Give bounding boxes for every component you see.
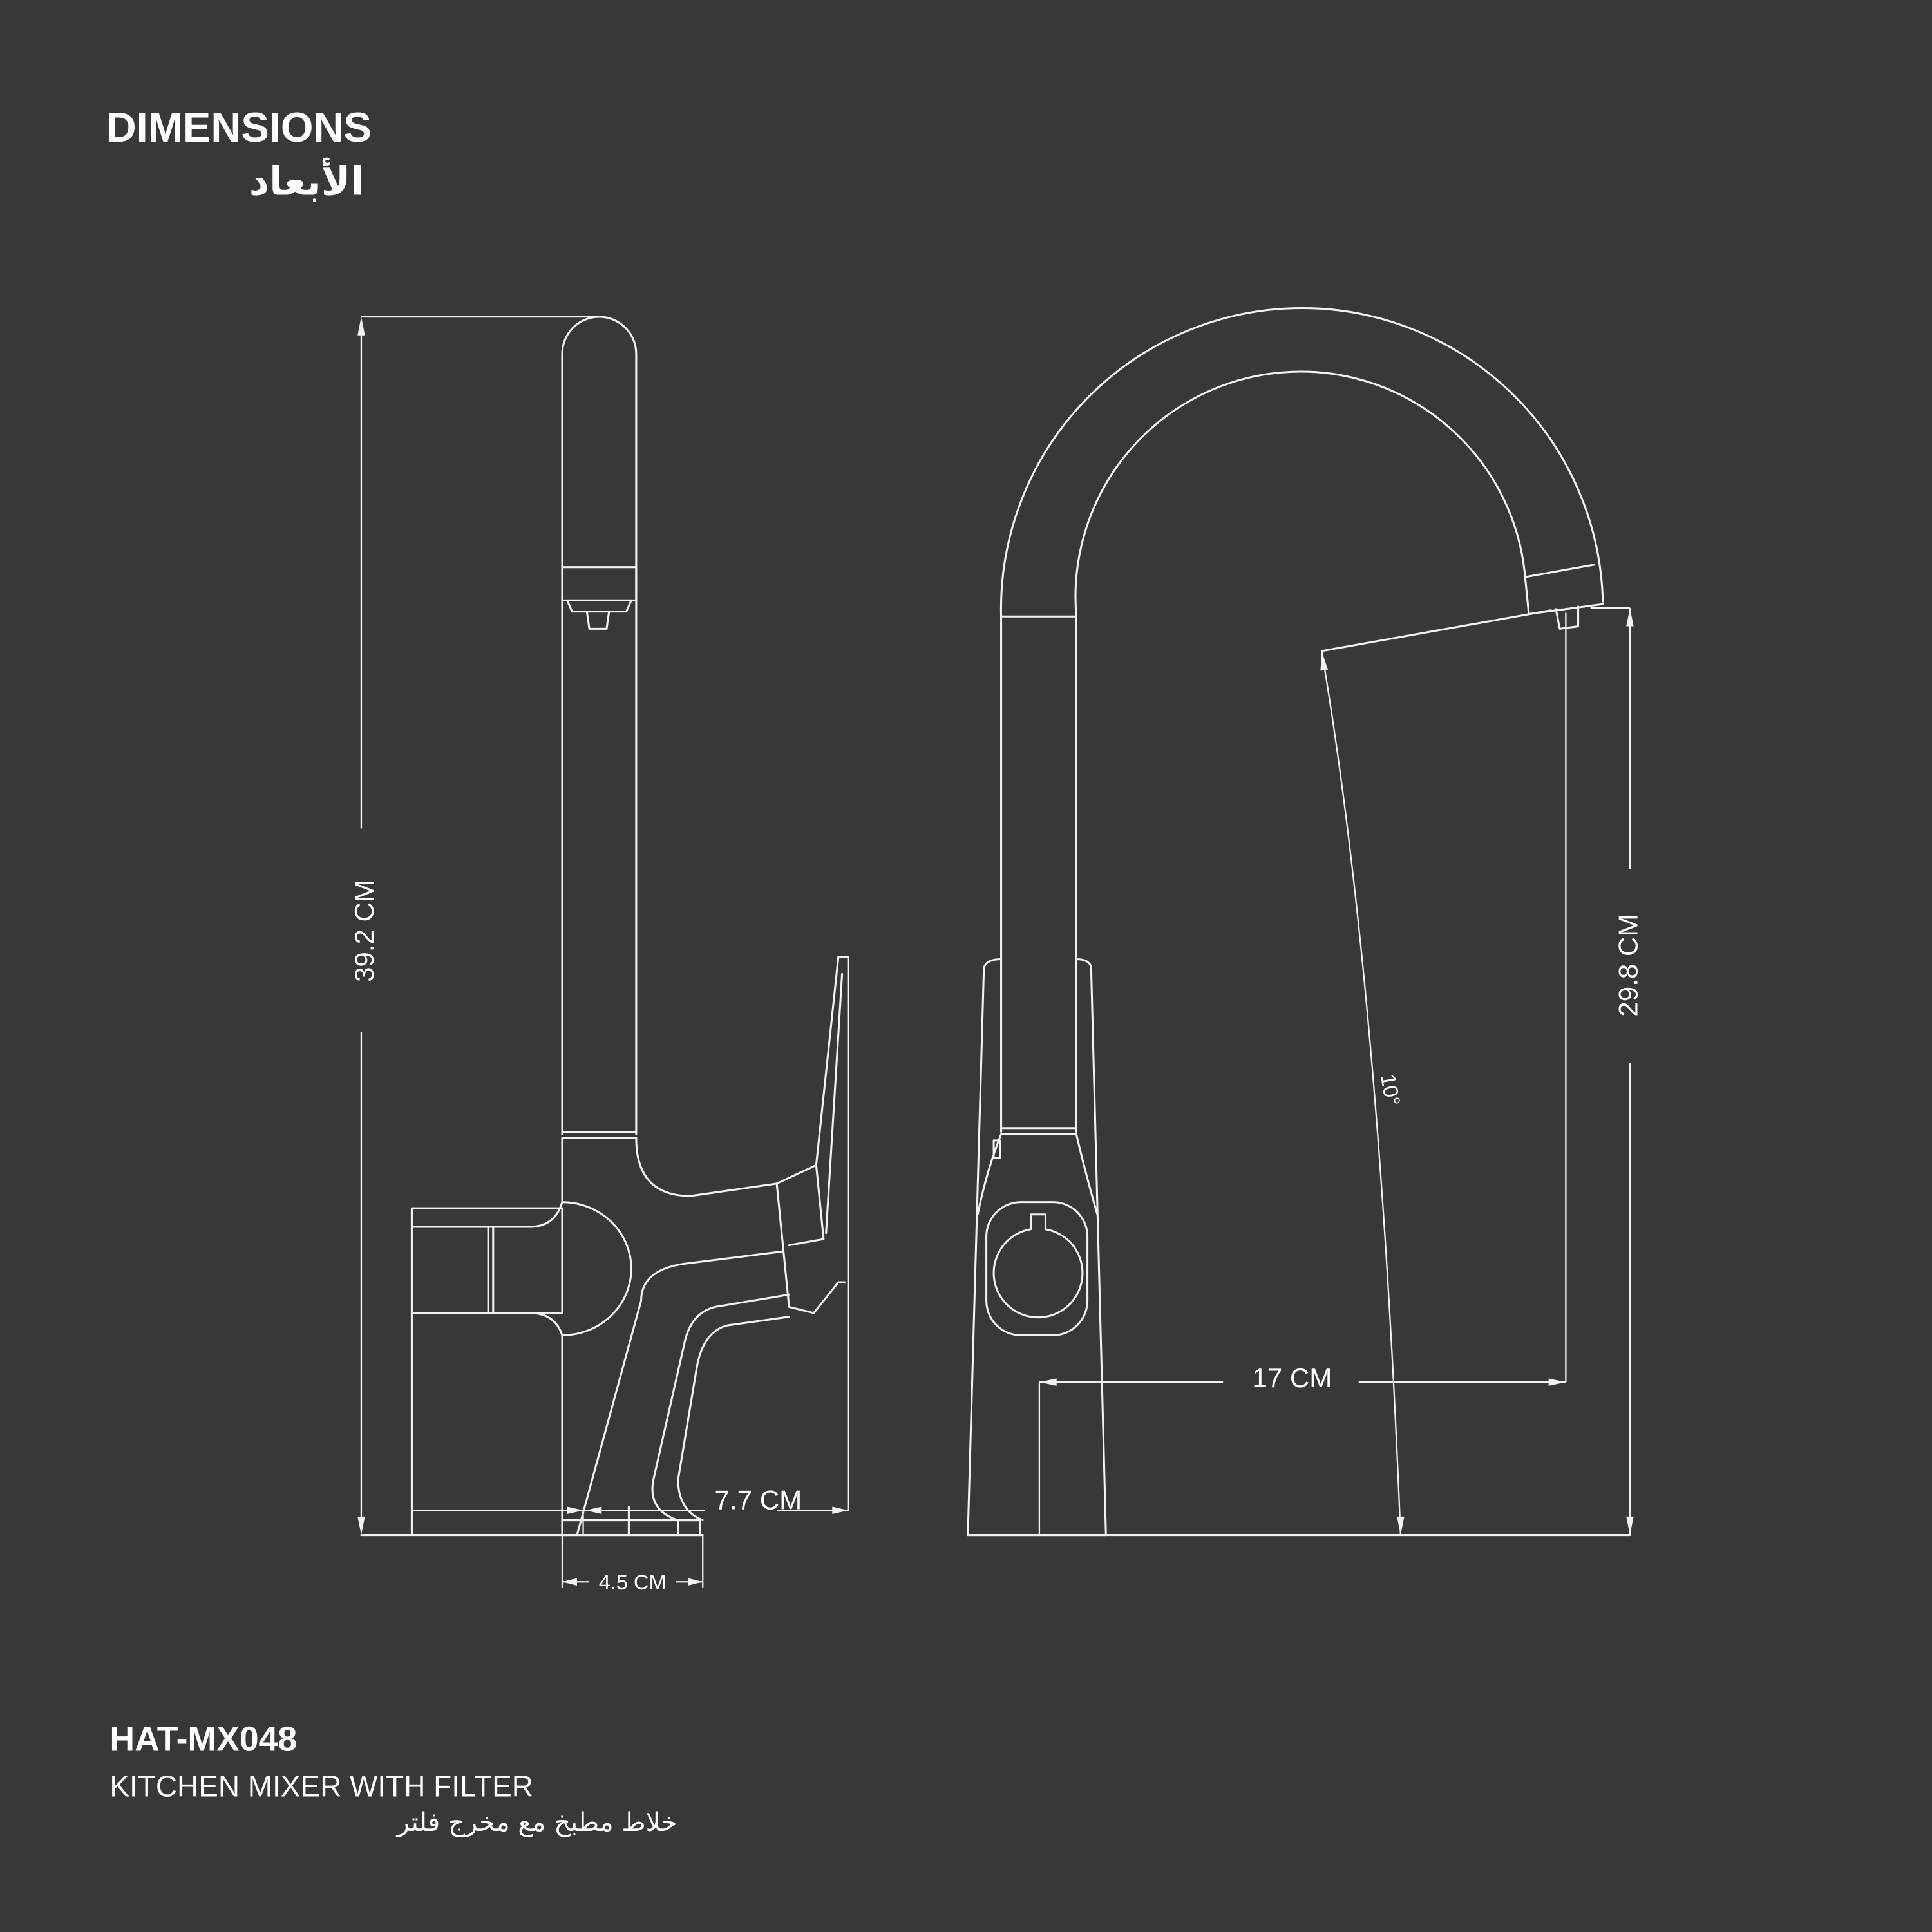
side-height-label: 39.2 CM	[349, 880, 379, 982]
angle-label: 10°	[1376, 1072, 1405, 1108]
front-view-drawing: 10°	[967, 307, 1631, 1537]
product-model: HAT-MX048	[109, 1720, 297, 1759]
handle-depth-dimension: 7.7 CM	[411, 1484, 849, 1535]
base-width-label: 4.5 CM	[599, 1571, 667, 1594]
side-height-dimension: 39.2 CM	[349, 316, 605, 1535]
base-width-dimension: 4.5 CM	[561, 1535, 704, 1594]
side-view-drawing	[360, 316, 849, 1537]
product-name: KITCHEN MIXER WITH FILTER	[109, 1769, 533, 1803]
spout-height-dimension: 29.8 CM	[1590, 607, 1643, 1535]
page-title-arabic: الأبعاد	[249, 157, 365, 204]
page-title: DIMENSIONS	[106, 104, 372, 151]
reach-label: 17 CM	[1252, 1363, 1332, 1393]
handle-depth-label: 7.7 CM	[715, 1484, 802, 1515]
spout-height-label: 29.8 CM	[1613, 914, 1643, 1016]
reach-dimension: 17 CM	[1038, 612, 1567, 1535]
product-name-arabic: خلاط مطبخ مع مخرج فلتر	[395, 1808, 677, 1838]
